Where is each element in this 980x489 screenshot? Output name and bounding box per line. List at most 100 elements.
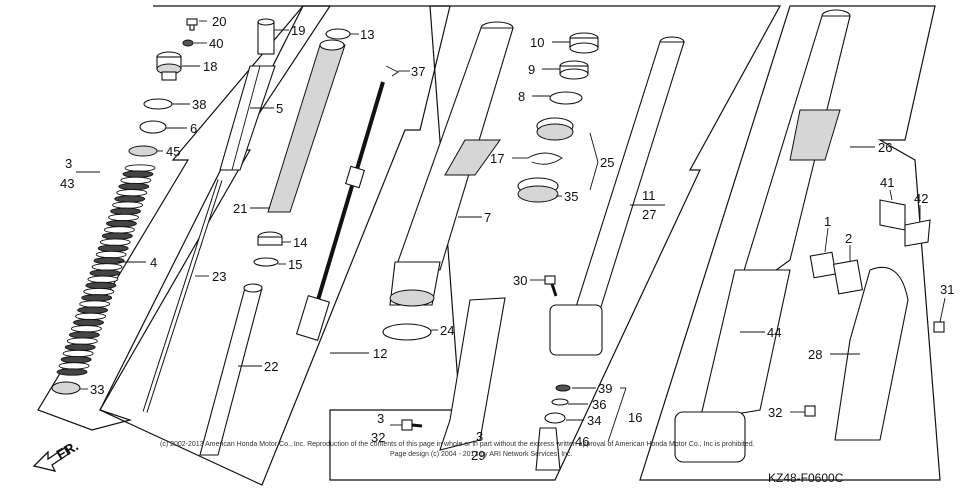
callout-25[interactable]: 25 xyxy=(600,155,614,170)
oring-39[interactable] xyxy=(555,384,571,392)
spring-coil xyxy=(83,287,115,296)
fork-assembly-44[interactable] xyxy=(674,9,851,463)
outer-tube-7[interactable] xyxy=(389,21,514,307)
callout-17[interactable]: 17 xyxy=(490,151,504,166)
callout-33[interactable]: 33 xyxy=(90,382,104,397)
guard-29[interactable] xyxy=(439,297,506,451)
damper-rod-12[interactable] xyxy=(295,81,385,342)
seat-33[interactable] xyxy=(51,381,81,395)
callout-28[interactable]: 28 xyxy=(808,347,822,362)
callout-19[interactable]: 19 xyxy=(291,23,305,38)
callout-18[interactable]: 18 xyxy=(203,59,217,74)
seal-25[interactable] xyxy=(536,117,574,141)
washer-6[interactable] xyxy=(139,120,167,134)
oring-40[interactable] xyxy=(182,39,194,47)
callout-10[interactable]: 10 xyxy=(530,35,544,50)
tube-22[interactable] xyxy=(199,283,263,456)
callout-23[interactable]: 23 xyxy=(212,269,226,284)
spring-coil xyxy=(68,331,100,339)
callout-32-a[interactable]: 32 xyxy=(371,430,385,445)
callout-3-left[interactable]: 3 xyxy=(65,156,72,171)
callout-11[interactable]: 11 xyxy=(642,188,656,203)
bolt-31[interactable] xyxy=(933,321,945,333)
callout-labels: 20 40 18 38 6 45 3 43 4 33 19 13 5 21 14… xyxy=(60,14,954,463)
spring-coil xyxy=(106,219,137,228)
bracket-42[interactable] xyxy=(904,219,931,247)
bracket-41[interactable] xyxy=(879,199,906,231)
spring-coil xyxy=(58,362,90,370)
bushing-14[interactable] xyxy=(257,231,283,246)
spring-4[interactable] xyxy=(56,164,156,376)
callout-4[interactable]: 4 xyxy=(150,255,157,270)
collar-19[interactable] xyxy=(257,18,275,55)
callout-14[interactable]: 14 xyxy=(293,235,307,250)
dust-seal-35[interactable] xyxy=(517,177,559,203)
callout-22[interactable]: 22 xyxy=(264,359,278,374)
callout-21[interactable]: 21 xyxy=(233,201,247,216)
callout-44[interactable]: 44 xyxy=(767,325,781,340)
callout-41[interactable]: 41 xyxy=(880,175,894,190)
callout-16[interactable]: 16 xyxy=(628,410,642,425)
bolt-30[interactable] xyxy=(544,275,558,297)
spring-coil xyxy=(62,349,94,358)
guide-5[interactable] xyxy=(219,65,276,171)
callout-46[interactable]: 46 xyxy=(575,434,589,449)
bolt-32b[interactable] xyxy=(804,405,816,417)
callout-34[interactable]: 34 xyxy=(587,413,601,428)
cartridge-21[interactable] xyxy=(267,39,346,213)
spring-coil xyxy=(114,195,146,203)
bolt-20[interactable] xyxy=(186,18,198,31)
ring-24[interactable] xyxy=(382,323,432,341)
spring-coil xyxy=(75,312,106,321)
callout-42[interactable]: 42 xyxy=(914,191,928,206)
callout-39[interactable]: 39 xyxy=(598,381,612,396)
clip-17[interactable] xyxy=(527,152,563,165)
callout-20[interactable]: 20 xyxy=(212,14,226,29)
ring-13[interactable] xyxy=(325,28,351,40)
callout-3-a[interactable]: 3 xyxy=(377,411,384,426)
callout-27[interactable]: 27 xyxy=(642,207,656,222)
callout-38[interactable]: 38 xyxy=(192,97,206,112)
washer-36[interactable] xyxy=(551,398,569,406)
plate-1[interactable] xyxy=(809,251,837,279)
washer-34[interactable] xyxy=(544,412,566,424)
guard-28[interactable] xyxy=(834,266,909,441)
callout-8[interactable]: 8 xyxy=(518,89,525,104)
callout-6[interactable]: 6 xyxy=(190,121,197,136)
plate-2[interactable] xyxy=(832,259,864,295)
callout-36[interactable]: 36 xyxy=(592,397,606,412)
ring-38[interactable] xyxy=(143,98,173,110)
callout-32-b[interactable]: 32 xyxy=(768,405,782,420)
clip-15[interactable] xyxy=(253,257,279,267)
callout-31[interactable]: 31 xyxy=(940,282,954,297)
clip-37[interactable] xyxy=(385,65,399,77)
callout-1[interactable]: 1 xyxy=(824,214,831,229)
callout-12[interactable]: 12 xyxy=(373,346,387,361)
bolt-32a[interactable] xyxy=(401,419,423,431)
callout-37[interactable]: 37 xyxy=(411,64,425,79)
callout-35[interactable]: 35 xyxy=(564,189,578,204)
callout-29[interactable]: 29 xyxy=(471,448,485,463)
callout-13[interactable]: 13 xyxy=(360,27,374,42)
callout-7[interactable]: 7 xyxy=(484,210,491,225)
callout-30[interactable]: 30 xyxy=(513,273,527,288)
callout-5[interactable]: 5 xyxy=(276,101,283,116)
callout-43[interactable]: 43 xyxy=(60,176,74,191)
callout-3-b[interactable]: 3 xyxy=(476,429,483,444)
callout-2[interactable]: 2 xyxy=(845,231,852,246)
washer-8[interactable] xyxy=(549,91,583,105)
callout-15[interactable]: 15 xyxy=(288,257,302,272)
bushing-10[interactable] xyxy=(569,32,599,54)
callout-26[interactable]: 26 xyxy=(878,140,892,155)
bushing-9[interactable] xyxy=(559,60,589,80)
callout-9[interactable]: 9 xyxy=(528,62,535,77)
copyright-notice: (c) 2002-2013 American Honda Motor Co., … xyxy=(160,441,755,448)
inner-tube-11[interactable] xyxy=(549,36,685,356)
fork-cap-18[interactable] xyxy=(156,51,182,81)
seat-45[interactable] xyxy=(128,145,158,157)
adjuster-46[interactable] xyxy=(535,427,561,471)
callout-40[interactable]: 40 xyxy=(209,36,223,51)
callout-24[interactable]: 24 xyxy=(440,323,454,338)
callout-45[interactable]: 45 xyxy=(166,144,180,159)
